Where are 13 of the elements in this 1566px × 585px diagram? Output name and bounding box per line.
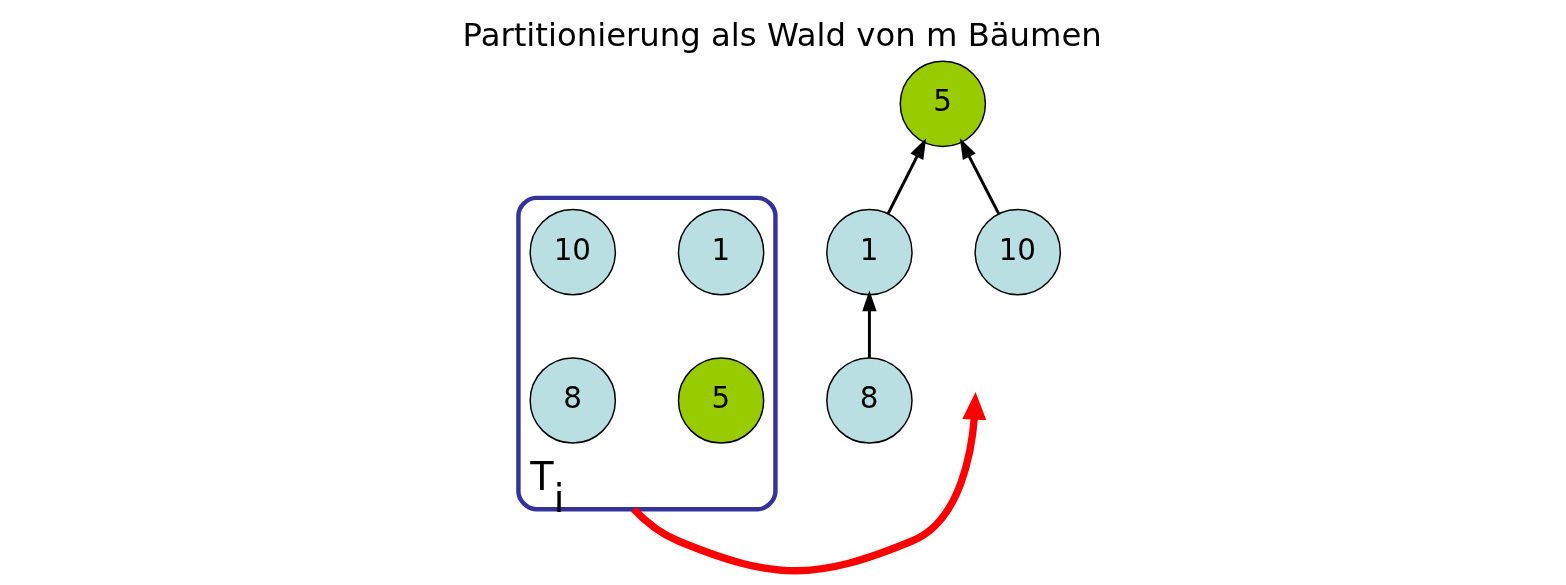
arrow [630,392,986,575]
node-circle: 1 [825,208,913,296]
arrow [886,138,926,215]
node-circle: 10 [528,208,616,296]
node-circle: 8 [528,357,616,444]
node-circle: 5 [899,60,986,148]
diagram-title: Partitionierung als Wald von m Bäumen [462,16,1102,54]
arrow [959,138,1000,215]
node-circle: 5 [677,357,764,444]
node-circle: 8 [825,357,913,444]
arrow [861,290,877,358]
node-circle: 10 [973,208,1061,296]
node-circle: 1 [677,208,764,296]
